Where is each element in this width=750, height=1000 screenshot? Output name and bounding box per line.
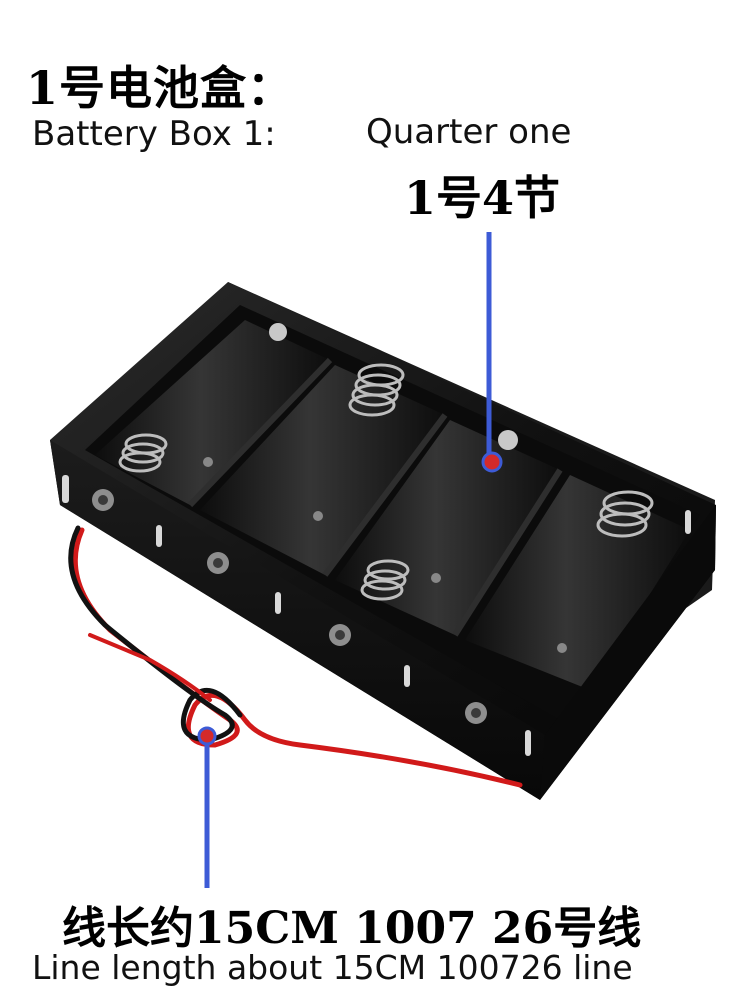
- title-chinese: 1号电池盒：: [26, 61, 295, 115]
- callout-bottom-chinese: 线长约15CM 1007 26号线: [62, 903, 642, 954]
- pointer-bottom: [197, 726, 217, 888]
- rivets: [92, 489, 487, 724]
- lead-wires: [68, 525, 523, 788]
- spring-contacts: [118, 363, 654, 601]
- pointer-top: [481, 232, 503, 473]
- title-english: Battery Box 1:: [32, 114, 276, 154]
- front-face: [50, 440, 545, 800]
- callout-bottom-english: Line length about 15CM 100726 line: [32, 948, 633, 987]
- callout-top-chinese: 1号4节: [404, 171, 561, 225]
- callout-top-english: Quarter one: [366, 112, 572, 152]
